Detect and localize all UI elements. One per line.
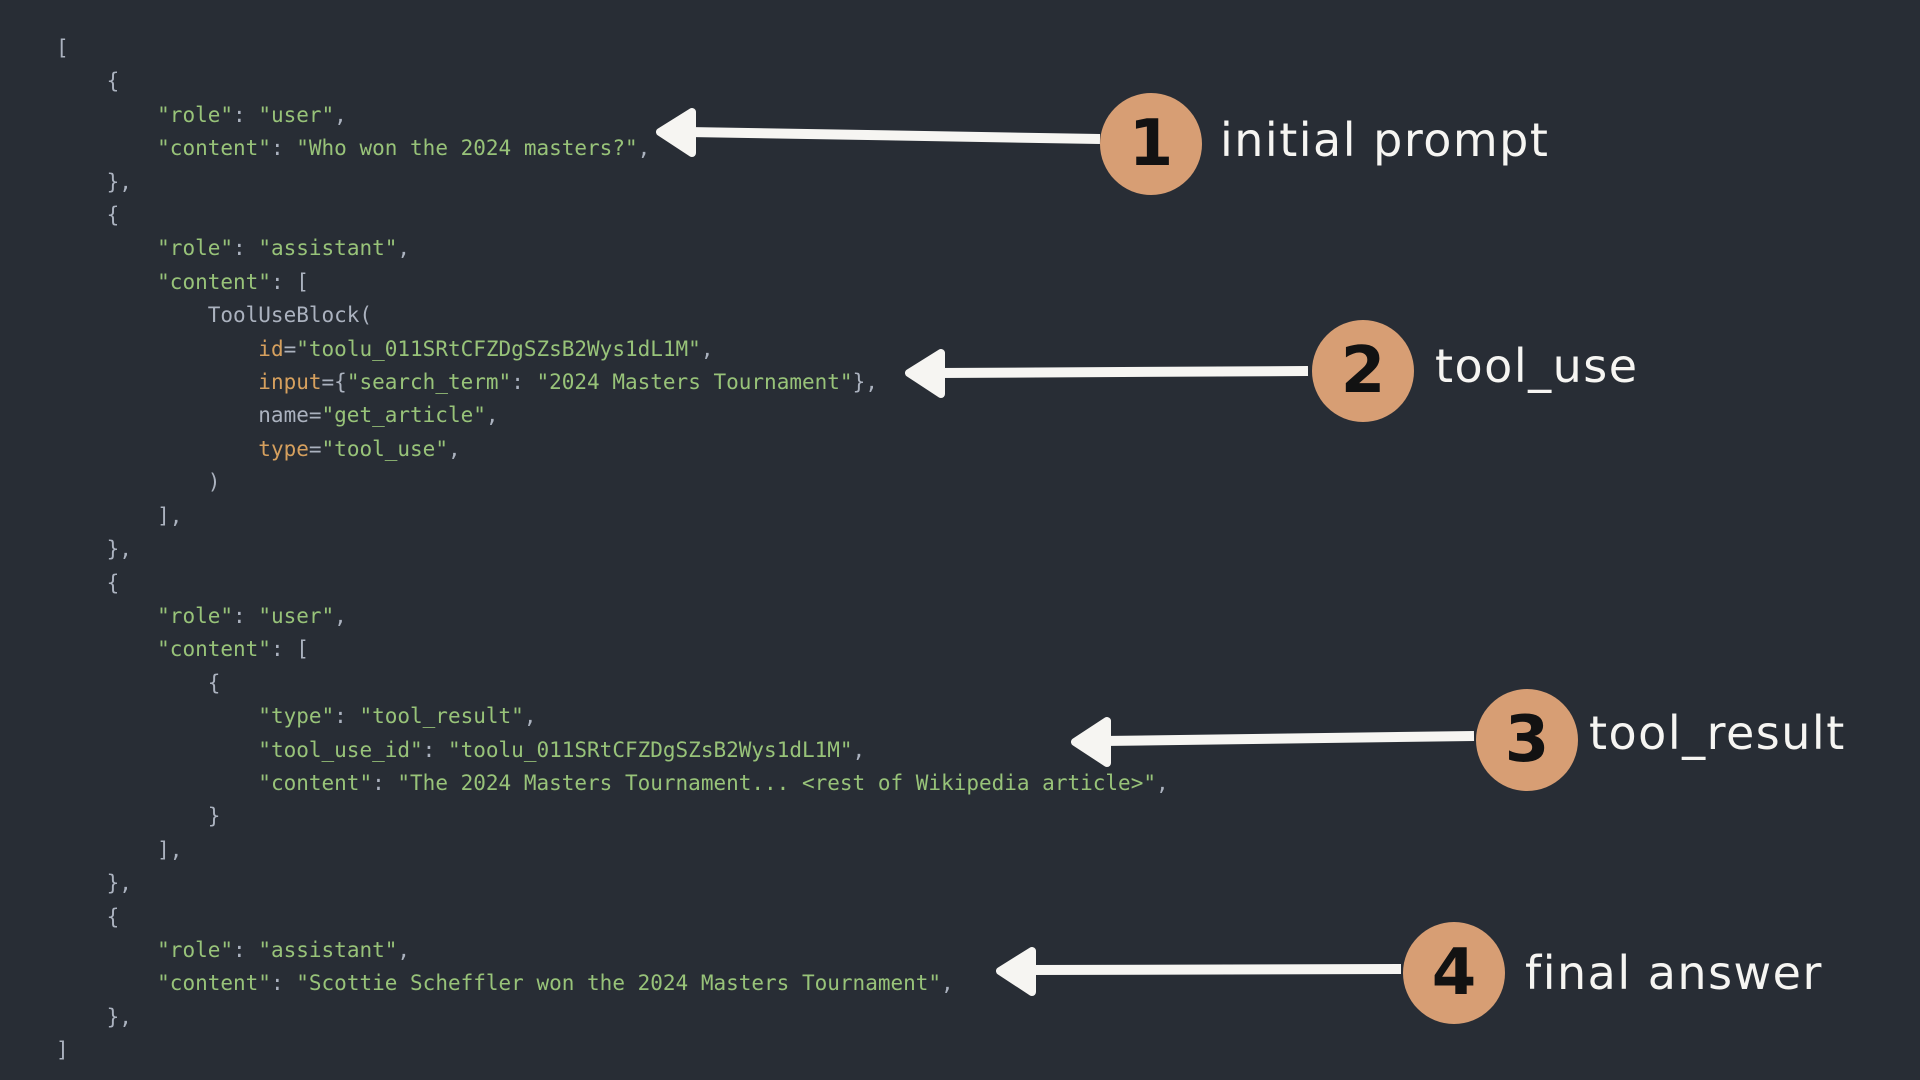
code-line: ] <box>56 1038 69 1063</box>
annotation-1-badge: 1 <box>1100 93 1202 195</box>
code-line: input={"search_term": "2024 Masters Tour… <box>258 370 878 395</box>
code-line: "role": "assistant", <box>157 937 411 962</box>
annotation-2-number: 2 <box>1340 334 1386 408</box>
code-line: "role": "user", <box>157 102 347 127</box>
code-line: }, <box>56 169 132 194</box>
code-line: "content": [ <box>157 637 309 662</box>
code-line: { <box>56 69 120 94</box>
code-line: ], <box>56 503 183 528</box>
code-line: { <box>56 670 221 695</box>
code-line: "role": "assistant", <box>157 236 411 261</box>
annotation-3-number: 3 <box>1504 703 1550 777</box>
annotation-4-label: final answer <box>1525 946 1823 1000</box>
code-line: "tool_use_id": "toolu_011SRtCFZDgSZsB2Wy… <box>258 737 866 762</box>
annotation-1-number: 1 <box>1128 107 1174 181</box>
annotation-2-label: tool_use <box>1435 339 1639 393</box>
annotation-1-label: initial prompt <box>1220 113 1550 167</box>
code-line: name="get_article", <box>56 403 499 428</box>
annotation-4-number: 4 <box>1431 936 1477 1010</box>
code-line: }, <box>56 871 132 896</box>
code-line: type="tool_use", <box>258 436 461 461</box>
code-block: [ { "role": "user", "content": "Who won … <box>56 32 1169 1068</box>
annotation-3-badge: 3 <box>1476 689 1578 791</box>
code-line: "content": "Scottie Scheffler won the 20… <box>157 971 954 996</box>
code-line: "content": "The 2024 Masters Tournament.… <box>258 770 1169 795</box>
code-line: { <box>56 904 120 929</box>
code-line: "content": [ <box>157 269 309 294</box>
code-line: } <box>56 804 221 829</box>
code-line: "content": "Who won the 2024 masters?", <box>157 136 651 161</box>
code-line: }, <box>56 1004 132 1029</box>
code-line: }, <box>56 537 132 562</box>
code-line: "type": "tool_result", <box>258 704 537 729</box>
code-line: ], <box>56 837 183 862</box>
annotation-4-badge: 4 <box>1403 922 1505 1024</box>
code-line: ToolUseBlock( <box>56 303 373 328</box>
annotation-2-badge: 2 <box>1312 320 1414 422</box>
code-line: ) <box>56 470 221 495</box>
annotation-3-label: tool_result <box>1589 706 1846 760</box>
code-line: { <box>56 203 120 228</box>
code-line: "role": "user", <box>157 603 347 628</box>
code-line: [ <box>56 36 69 60</box>
code-line: id="toolu_011SRtCFZDgSZsB2Wys1dL1M", <box>258 336 714 361</box>
code-line: { <box>56 570 120 595</box>
